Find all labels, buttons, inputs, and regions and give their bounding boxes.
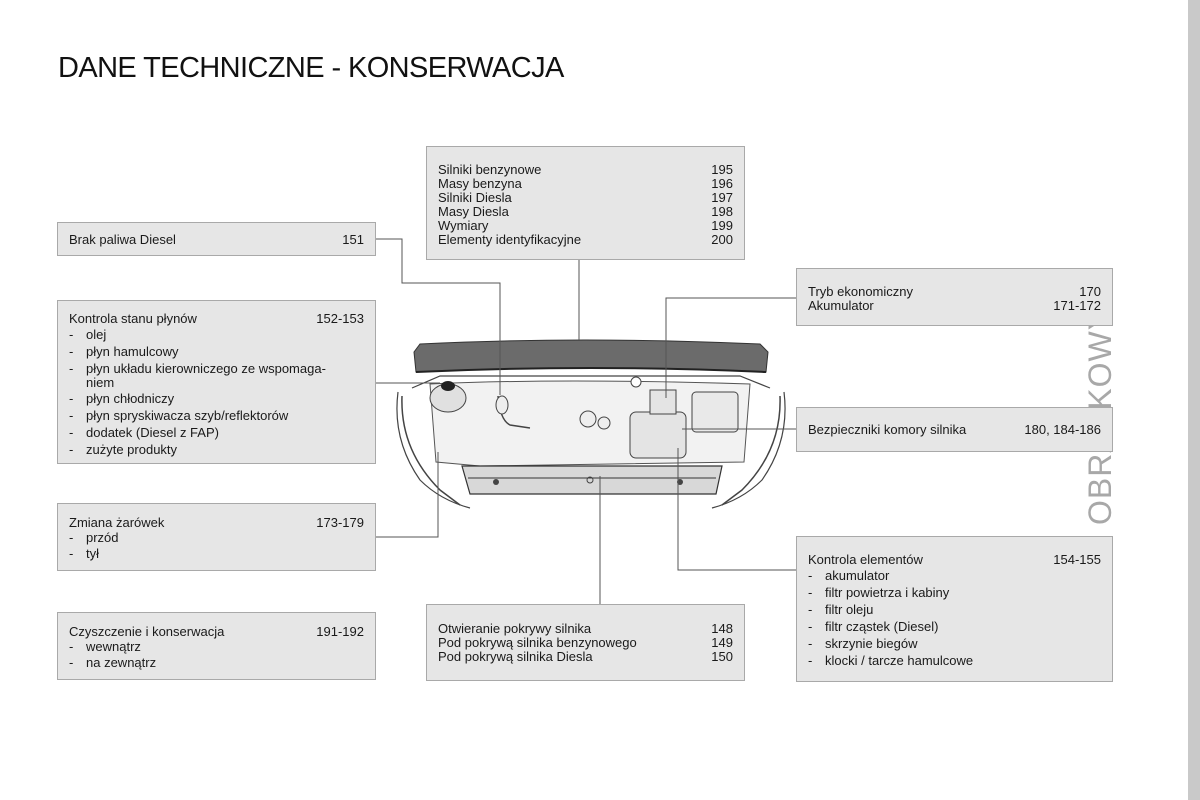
list-item: płyn hamulcowy bbox=[69, 343, 364, 360]
list-item: filtr oleju bbox=[808, 601, 1101, 618]
list-item: płyn spryskiwacza szyb/reflektorów bbox=[69, 407, 364, 424]
list-item: akumulator bbox=[808, 567, 1101, 584]
list-item: wewnątrz bbox=[69, 639, 364, 655]
page-title: DANE TECHNICZNE - KONSERWACJA bbox=[58, 52, 564, 84]
list-item: olej bbox=[69, 326, 364, 343]
list-item: skrzynie biegów bbox=[808, 635, 1101, 652]
list-item: tył bbox=[69, 546, 364, 562]
list-item: na zewnątrz bbox=[69, 655, 364, 671]
list-item: klocki / tarcze hamulcowe bbox=[808, 652, 1101, 669]
list-item: płyn chłodniczy bbox=[69, 390, 364, 407]
list-item: przód bbox=[69, 530, 364, 546]
list-item-continuation: niem bbox=[86, 375, 115, 390]
side-strip bbox=[1188, 0, 1200, 800]
list-item: filtr cząstek (Diesel) bbox=[808, 618, 1101, 635]
list-item: filtr powietrza i kabiny bbox=[808, 584, 1101, 601]
list-item: dodatek (Diesel z FAP) bbox=[69, 424, 364, 441]
list-item: zużyte produkty bbox=[69, 441, 364, 458]
list-item: płyn układu kierowniczego ze wspomaga- bbox=[69, 360, 364, 377]
